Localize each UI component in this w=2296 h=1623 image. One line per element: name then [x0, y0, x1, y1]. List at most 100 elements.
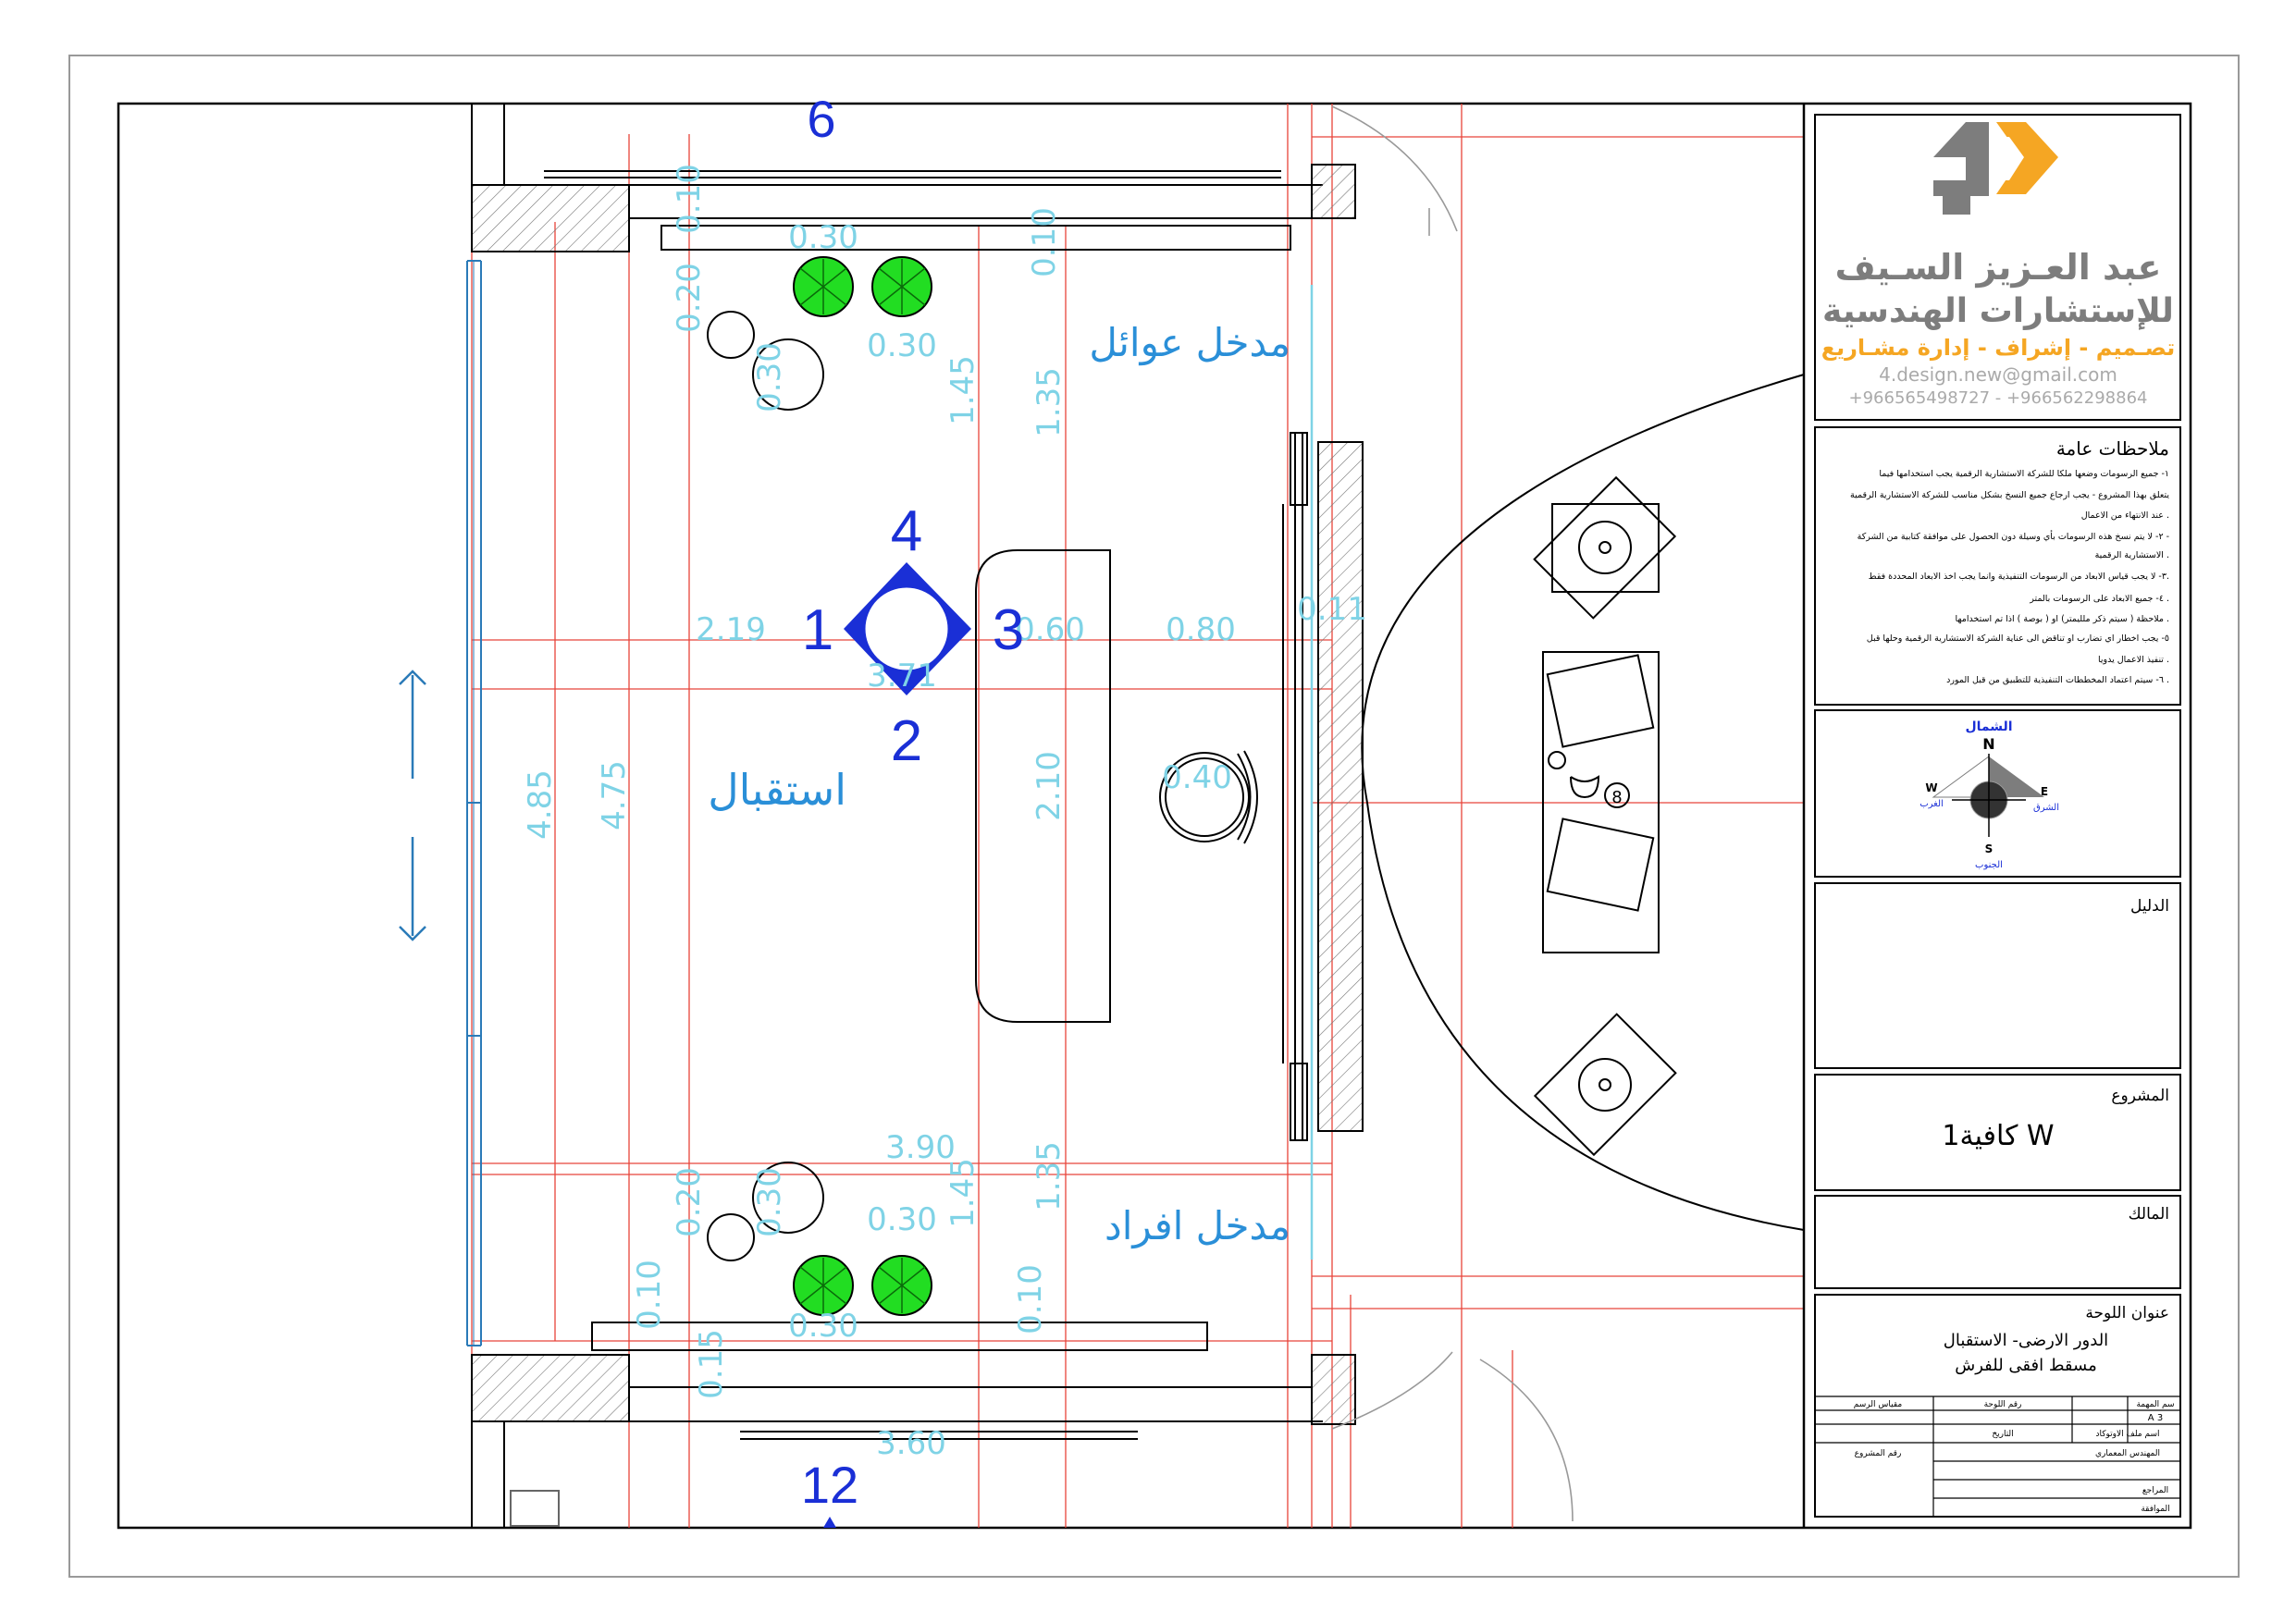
dim-1-35: 1.35	[1031, 367, 1068, 437]
top-wall	[471, 104, 1356, 252]
reception-label: استقبال	[708, 765, 846, 815]
dim-0-30: 0.30	[867, 327, 937, 364]
compass-e: E	[2041, 785, 2048, 798]
compass-east-ar: الشرق	[2033, 803, 2059, 813]
table-header: رقم اللوحة	[1984, 1400, 2022, 1409]
dim-0-80: 0.80	[1166, 611, 1236, 648]
bottom-marker-pointer	[823, 1517, 836, 1528]
side-table-icon	[707, 1213, 755, 1261]
individual-entrance-label: مدخل افراد	[1105, 1203, 1290, 1248]
bottom-section-marker: 12	[801, 1456, 858, 1514]
dim-3-71: 3.71	[867, 658, 937, 695]
compass-south-ar: الجنوب	[1975, 860, 2003, 870]
table-tag	[1604, 782, 1630, 808]
top-section-marker: 6	[807, 90, 835, 148]
opening-arrow	[399, 670, 426, 941]
plants-top	[707, 256, 932, 411]
dim-0-30: 0.30	[751, 1167, 788, 1237]
project-label: المشروع	[2111, 1087, 2169, 1105]
dim-0-60: 0.60	[1015, 611, 1085, 648]
dim-0-20: 0.20	[671, 1167, 708, 1237]
inner-border	[117, 102, 2192, 1530]
company-name-line1: عبد العـزيز السـيف	[1835, 247, 2162, 288]
elevation-2-label: 2	[891, 709, 922, 773]
company-services: تصـميم - إشراف - إدارة مشـاريع	[1821, 335, 2176, 361]
table-row-value: التاريخ	[1992, 1430, 2013, 1439]
note-line: ٣- لا يجب قياس الابعاد من الرسومات التنف…	[1869, 572, 2169, 582]
dim-2-10: 2.10	[1031, 751, 1068, 821]
elevation-4-label: 4	[891, 499, 922, 563]
dim-0-30: 0.30	[788, 1308, 858, 1345]
note-line: يتعلق بهذا المشروع - يجب ارجاع جميع النس…	[1850, 490, 2169, 500]
company-email: 4.design.new@gmail.com	[1879, 363, 2117, 386]
note-line: ٢- لا يتم نسخ هذه الرسومات بأي وسيلة دون…	[1858, 530, 2169, 542]
dim-0-20: 0.20	[671, 263, 708, 333]
table-row-label: اسم ملف الاوتوكاد	[2095, 1430, 2159, 1439]
dim-0-15: 0.15	[693, 1329, 730, 1399]
chair-icon	[1159, 750, 1258, 844]
sheet-title-line2: مسقط افقى للفرش	[1955, 1356, 2097, 1375]
note-line: ٤- جميع الابعاد على الرسومات بالمتر .	[2029, 594, 2169, 604]
table-header: سم المهمة	[2136, 1400, 2174, 1409]
dim-1-45: 1.45	[944, 1158, 981, 1228]
note-line: عند الانتهاء من الاعمال .	[2081, 510, 2169, 521]
dim-0-30: 0.30	[788, 219, 858, 256]
dim-3-60: 3.60	[876, 1425, 946, 1462]
family-entrance-label: مدخل عوائل	[1089, 320, 1290, 365]
sheet-title-label: عنوان اللوحة	[2085, 1304, 2169, 1322]
table-tag-number: 8	[1611, 788, 1622, 807]
table-row-label: المهندس المعماري	[2095, 1449, 2160, 1458]
sheet-title-line1: الدور الارضى- الاستقبال	[1944, 1331, 2108, 1350]
dim-0-10: 0.10	[631, 1260, 668, 1330]
company-name-line2: للإستشارات الهندسية	[1822, 292, 2174, 330]
dimension-labels: 0.30 0.30 0.30 0.30 0.30 0.30 0.20 0.20 …	[522, 164, 1367, 1462]
reception-counter	[975, 549, 1111, 1023]
plants-bottom	[707, 1162, 932, 1316]
note-line: ٦- سيتم اعتماد المخططات التنفيذية للتطبي…	[1946, 675, 2169, 685]
table-header: مقياس الرسم	[1854, 1400, 1903, 1409]
elevation-marker	[844, 562, 971, 695]
north-arrow-icon	[1932, 754, 2044, 837]
right-wall	[1282, 432, 1364, 1141]
scale-value: A 3	[2148, 1413, 2163, 1423]
compass-n: N	[1982, 735, 1994, 753]
note-line: ١- جميع الرسومات وضعها ملكا للشركة الاست…	[1879, 469, 2169, 479]
dim-3-90: 3.90	[885, 1129, 956, 1166]
table-row-value: رقم المشروع	[1855, 1449, 1902, 1458]
title-block: عبد العـزيز السـيف للإستشارات الهندسية ت…	[1802, 104, 2181, 1528]
compass-w: W	[1925, 781, 1937, 794]
compass-west-ar: الغرب	[1920, 799, 1944, 809]
company-phones: +966565498727 - +966562298864	[1849, 388, 2148, 408]
dim-0-30: 0.30	[867, 1201, 937, 1238]
dim-4-75: 4.75	[596, 760, 633, 830]
notes-title: ملاحظات عامة	[2056, 437, 2169, 460]
bottom-wall	[471, 1322, 1356, 1528]
floor-plan: 8 0.30 0.30 0.30 0.30 0.30 0.30 0.20 0.2…	[399, 90, 1805, 1528]
project-value: كافية1 W	[1942, 1120, 2054, 1152]
notes-list: ١- جميع الرسومات وضعها ملكا للشركة الاست…	[1850, 469, 2169, 685]
dim-0-10: 0.10	[671, 164, 708, 234]
note-line: ٥- يجب اخطار اي تضارب او تناقض الى عناية…	[1867, 633, 2169, 644]
dim-0-10: 0.10	[1012, 1264, 1049, 1334]
outdoor-furniture	[1533, 475, 1677, 1157]
note-line: تنفيذ الاعمال يدويا .	[2098, 655, 2169, 665]
dim-1-45: 1.45	[944, 355, 981, 425]
stool-icon	[752, 1162, 824, 1234]
info-table	[1815, 1396, 2180, 1517]
terrace-arc	[1361, 374, 1805, 1231]
dim-4-85: 4.85	[522, 769, 559, 840]
info-table-text: مقياس الرسم رقم اللوحة سم المهمة A 3 اسم…	[1854, 1400, 2175, 1514]
left-glazing	[466, 260, 482, 1346]
compass-s: S	[1985, 842, 1994, 855]
owner-label: المالك	[2129, 1205, 2169, 1223]
compass-north-ar: الشمال	[1965, 719, 2012, 734]
stool-icon	[752, 338, 824, 411]
table-row-label: الموافقة	[2141, 1505, 2169, 1514]
side-table-icon	[707, 311, 755, 359]
company-logo	[1933, 122, 2058, 215]
dim-2-19: 2.19	[696, 611, 766, 648]
dim-0-11: 0.11	[1297, 591, 1367, 628]
dim-0-10: 0.10	[1026, 207, 1063, 277]
door-swings	[1331, 105, 1574, 1522]
